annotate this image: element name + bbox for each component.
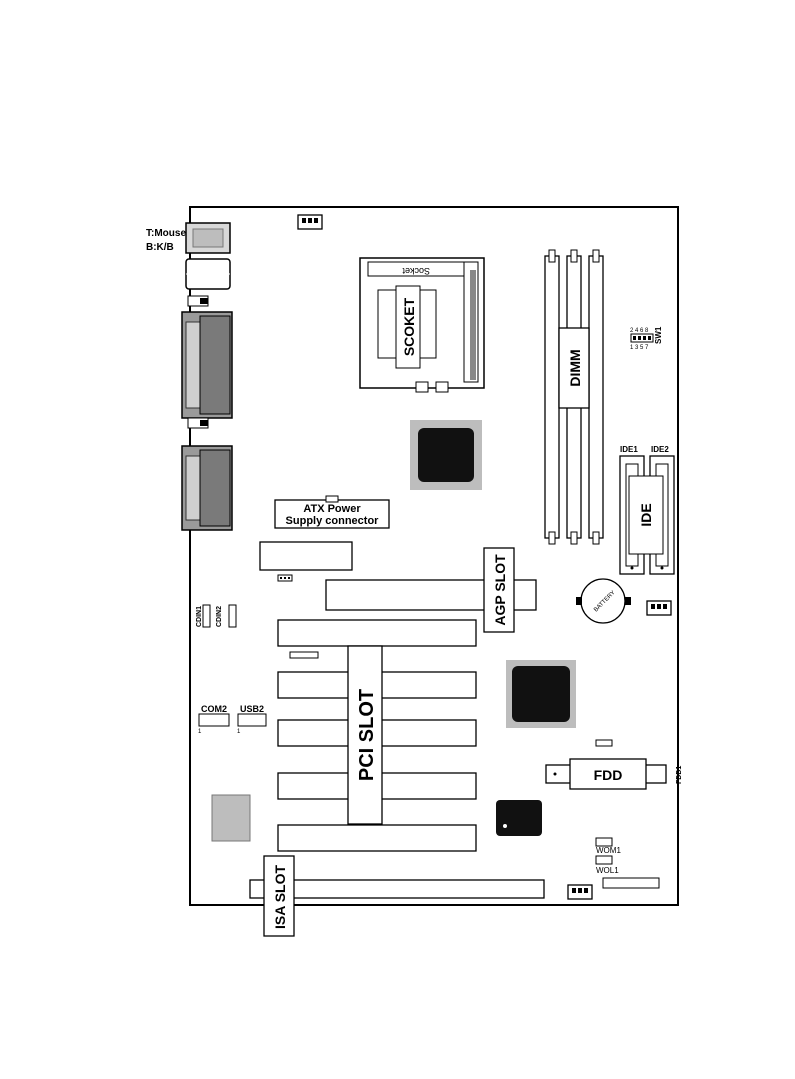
- fan-header-cpu: [298, 215, 322, 229]
- front-panel-header: [603, 878, 659, 888]
- amr-slot: [260, 542, 352, 570]
- northbridge-chip: [410, 420, 482, 490]
- com2-label: COM2: [201, 704, 227, 714]
- pci-slot-5: [278, 825, 476, 851]
- cdin1-label: CDIN1: [196, 606, 203, 627]
- fdd-label: FDD: [594, 767, 623, 783]
- dimm-slot-3: [589, 256, 603, 538]
- ide-label: IDE: [638, 503, 654, 526]
- atx-power-label-line1: ATX Power: [303, 503, 361, 515]
- wol1-label: WOL1: [596, 866, 619, 875]
- pci-jumper-header: [290, 652, 318, 658]
- super-io-chip: [496, 800, 542, 836]
- pci-slot-1: [278, 620, 476, 646]
- mouse-label: T:Mouse: [146, 228, 186, 239]
- wol1-header: [596, 856, 612, 864]
- sw1-bottom-pins: 1 3 5 7: [630, 345, 649, 351]
- fdd1-label: FDD1: [676, 766, 683, 784]
- isa-slot-label: ISA SLOT: [272, 865, 288, 929]
- wom1-label: WOM1: [596, 846, 621, 855]
- jumper-header-small: [278, 575, 292, 581]
- atx-power-label-line2: Supply connector: [286, 515, 380, 527]
- ide2-label: IDE2: [651, 445, 669, 454]
- sw1-dip-switch: [631, 334, 653, 342]
- usb2-label: USB2: [240, 704, 264, 714]
- fan-header-power: [568, 885, 592, 899]
- socket-top-label: Socket: [402, 266, 430, 276]
- parallel-port: [182, 296, 232, 428]
- bios-chip: [212, 795, 250, 841]
- agp-slot-label: AGP SLOT: [492, 554, 508, 626]
- com1-port: [182, 446, 232, 530]
- ide1-label: IDE1: [620, 445, 638, 454]
- sw1-top-pins: 2 4 6 8: [630, 328, 649, 334]
- cdin2-label: CDIN2: [216, 606, 223, 627]
- cpu-socket: [360, 258, 484, 392]
- fdd-jumper: [596, 740, 612, 746]
- sw1-label: SW1: [654, 326, 663, 344]
- fan-header-chassis: [647, 601, 671, 615]
- dimm-slot-1: [545, 256, 559, 538]
- cdin1-header: [203, 605, 210, 627]
- usb2-header: [238, 714, 266, 726]
- socket-center-label: SCOKET: [401, 297, 417, 356]
- southbridge-chip: [506, 660, 576, 728]
- cdin2-header: [229, 605, 236, 627]
- keyboard-label: B:K/B: [146, 242, 174, 253]
- dimm-slots: [545, 250, 603, 544]
- com2-header: [199, 714, 229, 726]
- pci-slot-label: PCI SLOT: [356, 689, 378, 781]
- wom1-header: [596, 838, 612, 846]
- dimm-label: DIMM: [567, 349, 583, 386]
